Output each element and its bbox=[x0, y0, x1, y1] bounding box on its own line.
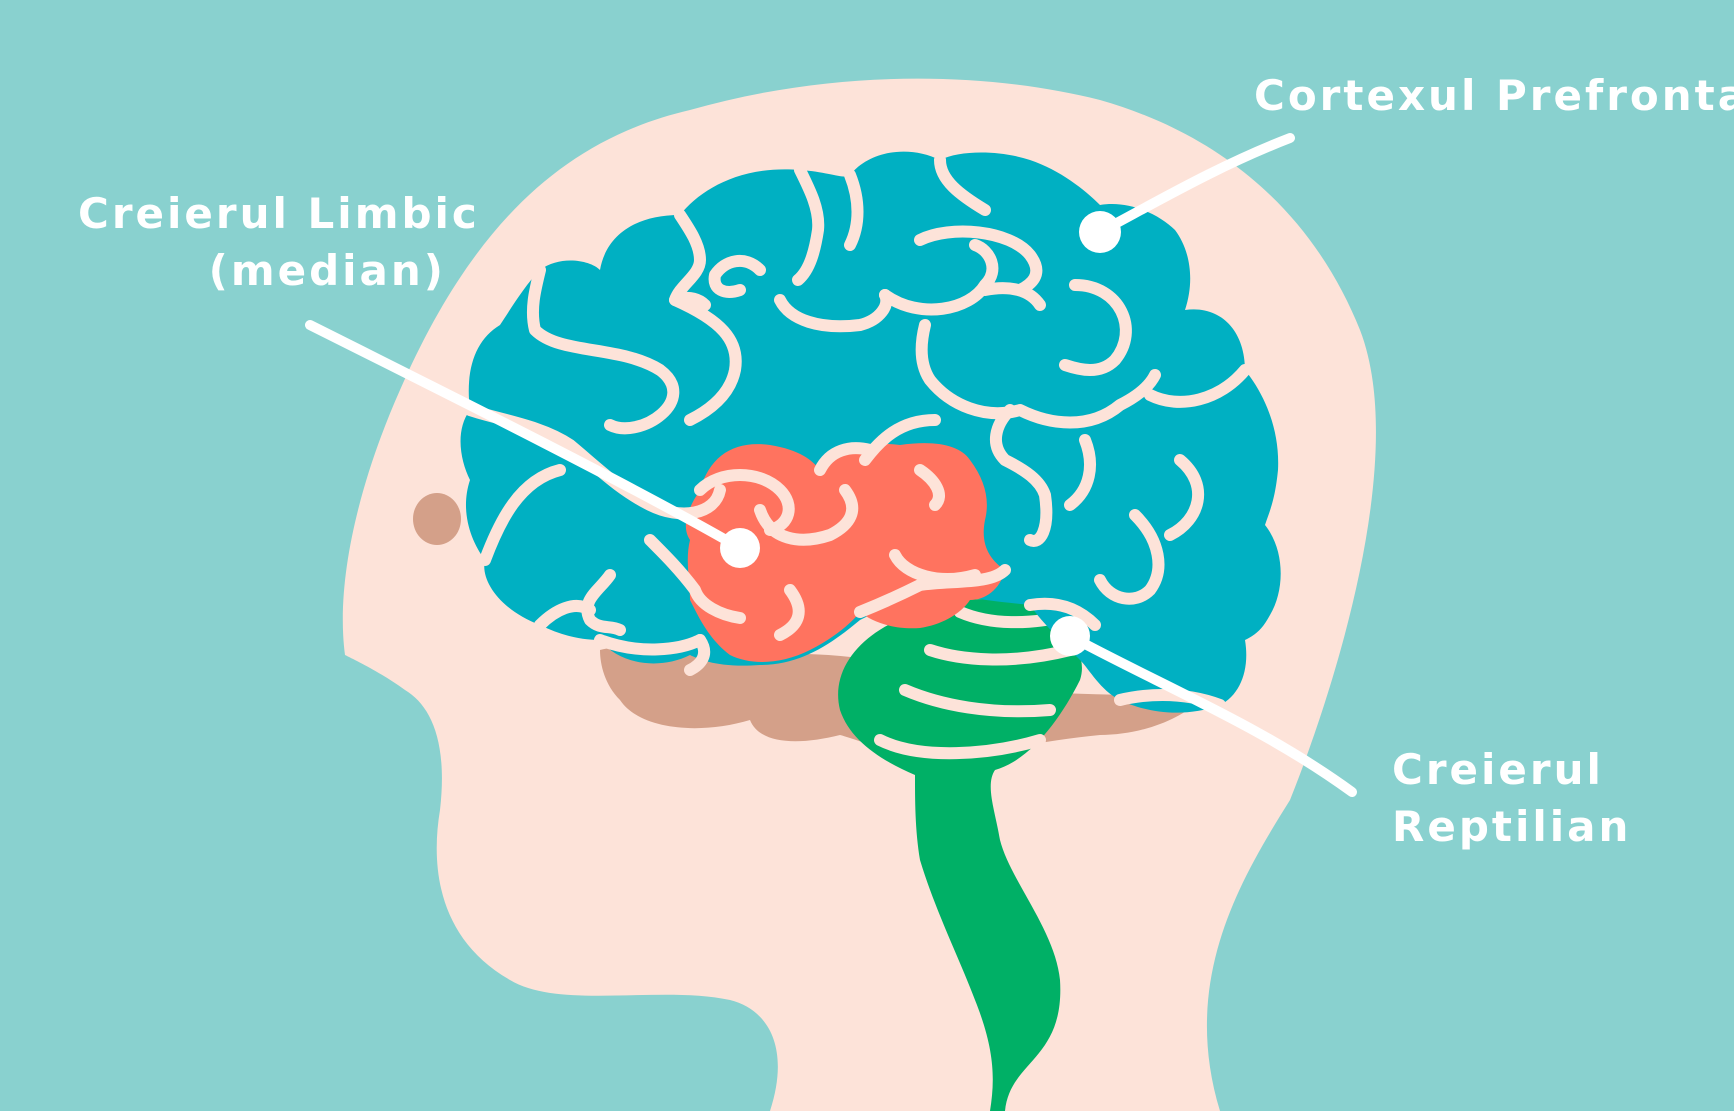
cortex bbox=[460, 151, 1281, 713]
pointer-lines bbox=[305, 133, 1357, 797]
reptilian-pointer-dot bbox=[1050, 616, 1090, 656]
limbic-pointer-line bbox=[305, 320, 745, 553]
prefrontal-cortex-label: Cortexul Prefrontal bbox=[1254, 68, 1734, 125]
reptilian-brain-label: Creierul Reptilian bbox=[1392, 742, 1631, 855]
limbic-brain-label: Creierul Limbic (median) bbox=[78, 186, 480, 299]
reptilian-brainstem bbox=[838, 599, 1082, 1111]
limbic-label-line2: (median) bbox=[208, 245, 446, 295]
prefrontal-pointer-dot bbox=[1079, 211, 1121, 253]
limbic-label-line1: Creierul Limbic bbox=[78, 189, 480, 238]
reptilian-label-line1: Creierul bbox=[1392, 745, 1604, 794]
gyri-folds bbox=[464, 154, 1251, 711]
reptilian-label-line2: Reptilian bbox=[1392, 801, 1632, 851]
eye bbox=[413, 493, 461, 545]
limbic-folds bbox=[754, 464, 981, 641]
limbic-region bbox=[685, 443, 1005, 662]
prefrontal-label-text: Cortexul Prefrontal bbox=[1254, 71, 1734, 120]
reptilian-pointer-line bbox=[1063, 630, 1357, 797]
prefrontal-pointer-line bbox=[1095, 133, 1295, 237]
limbic-pointer-dot bbox=[720, 528, 760, 568]
brainstem-ridges bbox=[874, 606, 1076, 760]
